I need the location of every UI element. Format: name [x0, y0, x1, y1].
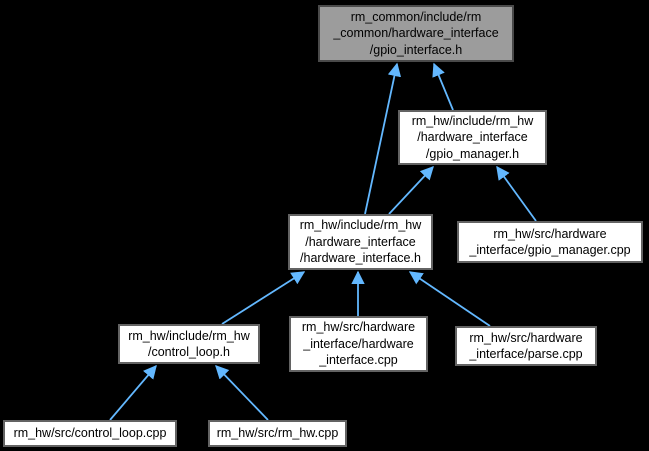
- node-label: rm_hw/src/rm_hw.cpp: [216, 426, 339, 441]
- edge-gpio_manager_cpp-to-gpio_manager_h: [496, 165, 537, 222]
- node-label: rm_hw/src/hardware _interface/parse.cpp: [469, 330, 583, 362]
- node-label: rm_hw/src/hardware _interface/gpio_manag…: [469, 226, 631, 258]
- node-label: rm_hw/include/rm_hw /hardware_interface …: [299, 218, 422, 266]
- node-gpio-manager-cpp[interactable]: rm_hw/src/hardware _interface/gpio_manag…: [457, 221, 643, 263]
- node-gpio-manager-h[interactable]: rm_hw/include/rm_hw /hardware_interface …: [398, 110, 547, 165]
- node-label: rm_hw/src/control_loop.cpp: [13, 426, 167, 441]
- node-label: rm_hw/include/rm_hw /hardware_interface …: [411, 113, 534, 161]
- edge-rm_hw_cpp-to-control_loop_h: [215, 365, 269, 421]
- node-label: rm_hw/src/hardware _interface/hardware _…: [301, 320, 416, 368]
- edge-parse_cpp-to-hardware_interface_h: [408, 271, 491, 327]
- node-hardware-interface-cpp[interactable]: rm_hw/src/hardware _interface/hardware _…: [289, 316, 428, 372]
- edge-hardware_interface_h-to-gpio_interface_h: [364, 62, 402, 215]
- edge-gpio_manager_h-to-gpio_interface_h: [432, 62, 454, 111]
- node-control-loop-cpp[interactable]: rm_hw/src/control_loop.cpp: [3, 420, 177, 447]
- edge-hardware_interface_h-to-gpio_manager_h: [388, 166, 434, 215]
- node-label: rm_common/include/rm _common/hardware_in…: [333, 9, 499, 57]
- node-parse-cpp[interactable]: rm_hw/src/hardware _interface/parse.cpp: [455, 326, 597, 366]
- edge-control_loop_h-to-hardware_interface_h: [221, 271, 306, 325]
- edge-control_loop_cpp-to-control_loop_h: [109, 364, 157, 421]
- node-label: rm_hw/include/rm_hw /control_loop.h: [128, 328, 250, 360]
- node-rm-hw-cpp[interactable]: rm_hw/src/rm_hw.cpp: [208, 420, 347, 447]
- node-control-loop-h[interactable]: rm_hw/include/rm_hw /control_loop.h: [118, 324, 260, 364]
- node-hardware-interface-h[interactable]: rm_hw/include/rm_hw /hardware_interface …: [288, 214, 433, 270]
- node-gpio-interface-h[interactable]: rm_common/include/rm _common/hardware_in…: [318, 5, 514, 62]
